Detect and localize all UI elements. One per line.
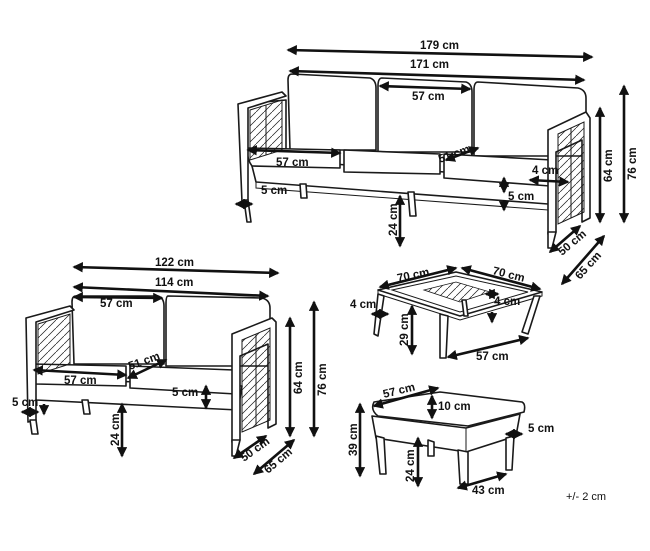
- dim-label: 5 cm: [12, 397, 38, 409]
- dim-label: 171 cm: [410, 59, 449, 71]
- ottoman-leg: [505, 435, 515, 471]
- dim-label: 4 cm: [350, 299, 376, 311]
- dim-label: 39 cm: [348, 423, 360, 456]
- dim-label: 114 cm: [155, 277, 193, 289]
- dim-label: 4 cm: [494, 296, 520, 308]
- table-leg: [461, 299, 469, 317]
- sofa2-leg: [29, 419, 39, 435]
- two-seat-sofa: [25, 295, 277, 457]
- dim-label: 5 cm: [261, 185, 287, 197]
- sofa3-back-cushion-left: [287, 73, 377, 151]
- dim-label: 24 cm: [388, 203, 400, 236]
- dim-label: 57 cm: [412, 91, 445, 103]
- table-leg: [521, 295, 541, 335]
- dim-label: 43 cm: [472, 485, 505, 497]
- dim-label: 4 cm: [532, 165, 558, 177]
- ottoman-dimensions: 57 cm 10 cm 5 cm 39 cm 24 cm 43 cm: [348, 381, 554, 497]
- ottoman-leg: [457, 449, 469, 485]
- ottoman-leg: [427, 439, 435, 457]
- sofa3-dimensions: 179 cm 171 cm 57 cm 57 cm 51 cm 4 cm 5 c…: [234, 40, 639, 286]
- dim-label: 29 cm: [399, 313, 411, 346]
- dim-label: 5 cm: [528, 423, 554, 435]
- dim-label: 179 cm: [420, 40, 459, 52]
- dim-label: 57 cm: [100, 298, 133, 310]
- sofa2-leg: [81, 399, 91, 415]
- dim-label: 5 cm: [508, 191, 534, 203]
- sofa3-leg: [299, 183, 308, 199]
- dim-label: 57 cm: [64, 375, 97, 387]
- dim-label: 10 cm: [438, 401, 471, 413]
- dim-label: 50 cm: [239, 436, 272, 465]
- table-leg: [439, 313, 449, 359]
- dim-label: 24 cm: [110, 413, 122, 446]
- dim-label: 64 cm: [293, 361, 305, 394]
- tolerance-note: +/- 2 cm: [566, 491, 606, 503]
- dim-label: 57 cm: [276, 157, 309, 169]
- dim-label: 122 cm: [155, 257, 194, 269]
- sofa3-leg: [547, 231, 557, 249]
- dim-label: 76 cm: [317, 363, 329, 396]
- dim-label: 64 cm: [603, 149, 615, 182]
- dim-label: 57 cm: [476, 351, 509, 363]
- sofa3-leg: [407, 191, 417, 217]
- sofa3-seat-cushion-middle: [343, 149, 441, 175]
- dim-label: 76 cm: [627, 147, 639, 180]
- dim-label: 5 cm: [172, 387, 198, 399]
- ottoman-leg: [375, 435, 387, 475]
- dim-label: 24 cm: [405, 449, 417, 482]
